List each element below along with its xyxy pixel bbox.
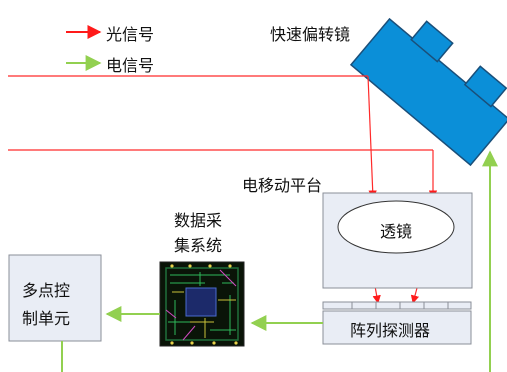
lens-ellipse — [337, 200, 455, 254]
controller-box — [8, 254, 102, 342]
fsm-label: 快速偏转镜 — [270, 25, 351, 44]
optical-beam-1-down — [367, 75, 377, 199]
lens-label: 透镜 — [380, 222, 413, 241]
acq-label-line1: 数据采 — [174, 211, 223, 230]
controller-label-line2: 制单元 — [22, 309, 71, 328]
fast-steering-mirror-icon — [349, 17, 507, 167]
acq-label-line2: 集系统 — [174, 236, 223, 255]
stage-label: 电移动平台 — [242, 176, 323, 195]
detector-strip — [322, 301, 472, 310]
legend-optical-label: 光信号 — [106, 25, 155, 44]
data-acquisition-board-icon — [159, 261, 245, 347]
legend-electrical-label: 电信号 — [106, 56, 155, 75]
detector-box — [322, 310, 472, 345]
controller-label-line1: 多点控 — [22, 281, 71, 300]
detector-label: 阵列探测器 — [350, 321, 431, 340]
